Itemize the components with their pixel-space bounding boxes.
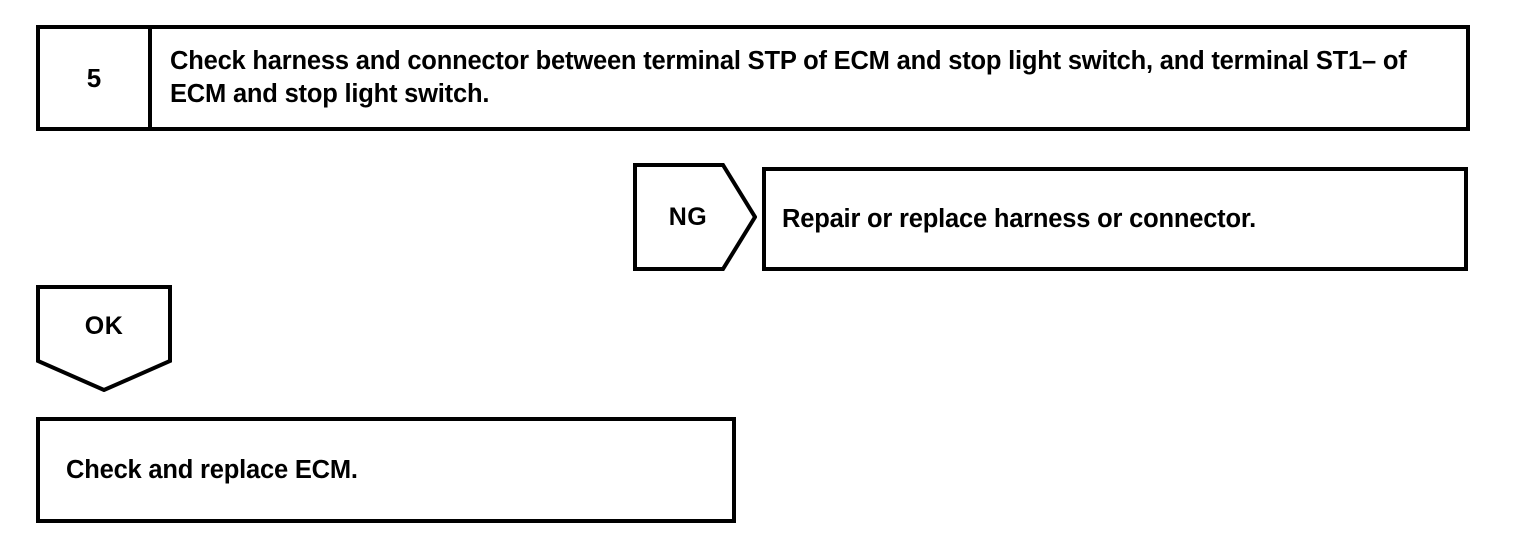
ng-result-text: Repair or replace harness or connector. [782, 204, 1257, 233]
ng-branch-label: NG [668, 202, 708, 231]
ok-pentagon-outline [36, 285, 172, 392]
step-row: 5 Check harness and connector between te… [36, 25, 1470, 131]
step-number-cell: 5 [40, 29, 152, 127]
step-instruction-text: Check harness and connector between term… [170, 47, 1407, 108]
ok-result-box: Check and replace ECM. [36, 417, 736, 523]
step-instruction-cell: Check harness and connector between term… [152, 29, 1466, 127]
ng-result-box: Repair or replace harness or connector. [762, 167, 1468, 271]
ok-branch-label: OK [84, 311, 124, 340]
ng-pentagon-shape [633, 163, 757, 271]
ng-pentagon-outline [633, 163, 757, 271]
ok-result-text: Check and replace ECM. [66, 455, 358, 484]
step-number: 5 [86, 63, 102, 93]
ok-pentagon-shape [36, 285, 172, 392]
